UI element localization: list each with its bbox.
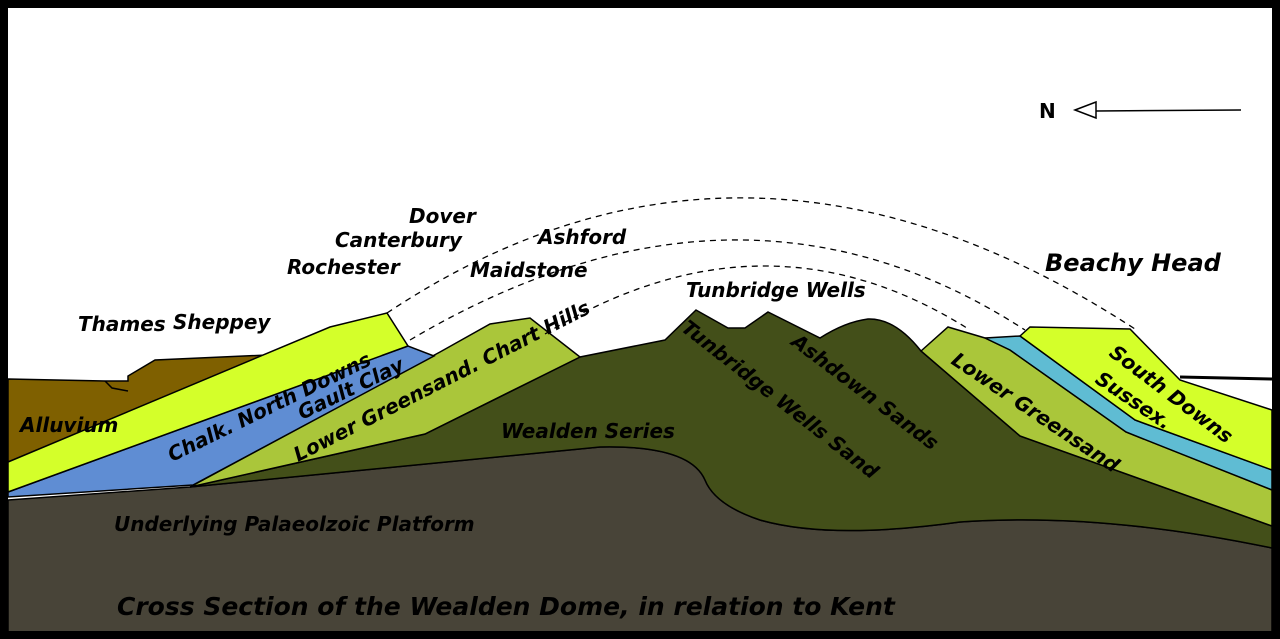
label-palaeozoic-platform: Underlying Palaeolzoic Platform: [114, 512, 475, 536]
place-maidstone: Maidstone: [470, 258, 588, 282]
place-rochester: Rochester: [287, 255, 401, 279]
place-ashford: Ashford: [536, 225, 627, 249]
north-arrow-icon: [1072, 100, 1242, 120]
label-wealden-series: Wealden Series: [501, 419, 675, 443]
diagram-title: Cross Section of the Wealden Dome, in re…: [117, 592, 896, 621]
lower-greensand-north-layer: [189, 317, 582, 488]
eroded-gault-arc: [409, 239, 1026, 341]
compass-label: N: [1039, 99, 1056, 123]
place-beachy-head: Beachy Head: [1045, 249, 1222, 277]
place-dover: Dover: [409, 204, 477, 228]
eroded-greensand-arc: [544, 265, 971, 335]
place-thames: Thames: [78, 312, 166, 336]
place-sheppey: Sheppey: [173, 310, 271, 334]
alluvium-notch: [104, 380, 129, 392]
label-alluvium: Alluvium: [18, 413, 118, 437]
place-tunbridge-wells: Tunbridge Wells: [686, 278, 866, 302]
ground-line: [1179, 375, 1273, 381]
chalk-south-downs-layer: [1018, 326, 1273, 472]
eroded-chalk-arc: [386, 197, 1136, 330]
wealden-layer: [189, 309, 1273, 549]
place-canterbury: Canterbury: [335, 228, 463, 252]
